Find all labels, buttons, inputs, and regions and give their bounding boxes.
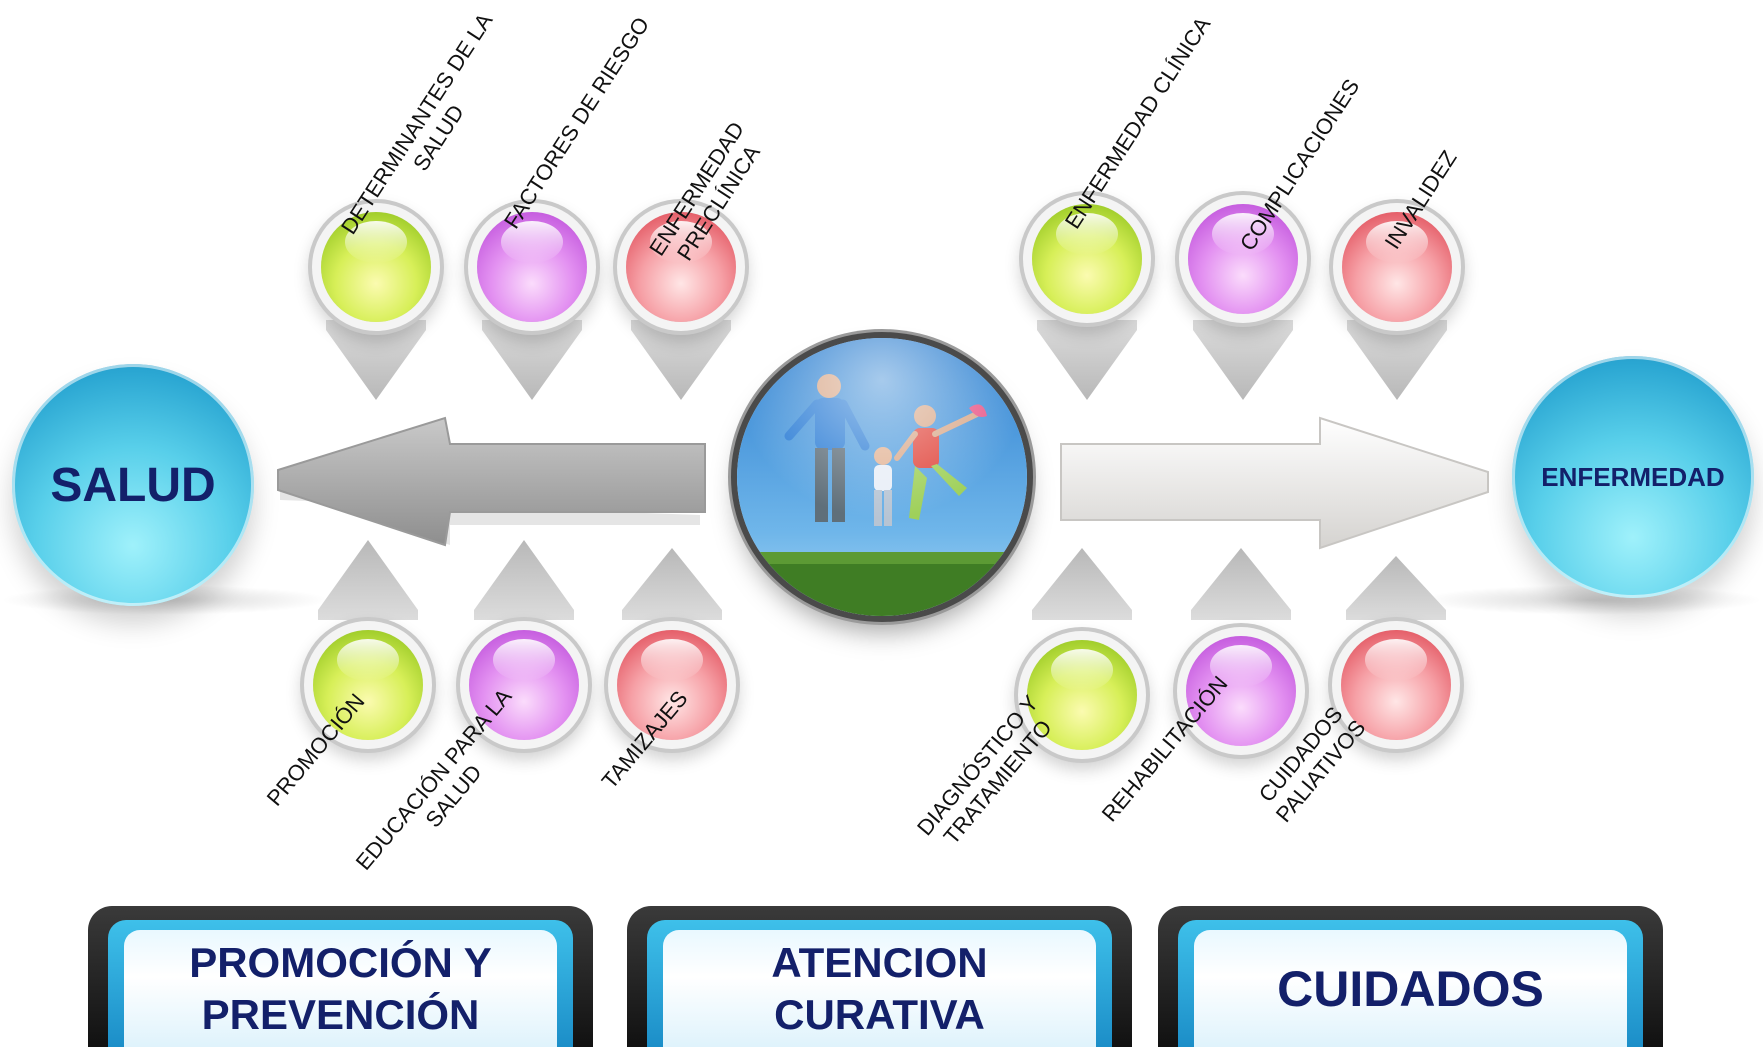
enfermedad-circle: ENFERMEDAD — [1512, 356, 1754, 598]
box-promocion-prevencion: PROMOCIÓN Y PREVENCIÓN — [88, 906, 593, 1047]
enfermedad-label: ENFERMEDAD — [1541, 461, 1725, 492]
orb-top-6 — [1342, 212, 1452, 322]
family-jumping-photo — [737, 338, 1027, 616]
family-photo-image — [737, 338, 1027, 616]
orb-bottom-6 — [1341, 630, 1451, 740]
orb-top-1 — [321, 212, 431, 322]
orb-bottom-3 — [617, 630, 727, 740]
orb-bottom-4 — [1027, 640, 1137, 750]
box-cuidados-label: CUIDADOS — [1194, 930, 1627, 1047]
orb-top-3 — [626, 212, 736, 322]
top-pointers — [326, 320, 1447, 400]
box-atencion-curativa: ATENCION CURATIVA — [627, 906, 1132, 1047]
orb-bottom-2 — [469, 630, 579, 740]
orb-top-2 — [477, 212, 587, 322]
bottom-pointers — [318, 540, 1446, 620]
box-atencion-frame: ATENCION CURATIVA — [647, 920, 1112, 1047]
box-atencion-label: ATENCION CURATIVA — [663, 930, 1096, 1047]
right-arrow — [1060, 416, 1489, 550]
salud-label: SALUD — [50, 458, 216, 512]
orb-bottom-1 — [313, 630, 423, 740]
orb-top-5 — [1188, 204, 1298, 314]
left-arrow — [277, 416, 706, 547]
orb-bottom-5 — [1186, 636, 1296, 746]
orb-top-4 — [1032, 204, 1142, 314]
box-promocion-label: PROMOCIÓN Y PREVENCIÓN — [124, 930, 557, 1047]
box-cuidados: CUIDADOS — [1158, 906, 1663, 1047]
box-promocion-frame: PROMOCIÓN Y PREVENCIÓN — [108, 920, 573, 1047]
box-cuidados-frame: CUIDADOS — [1178, 920, 1643, 1047]
salud-circle: SALUD — [12, 364, 254, 606]
